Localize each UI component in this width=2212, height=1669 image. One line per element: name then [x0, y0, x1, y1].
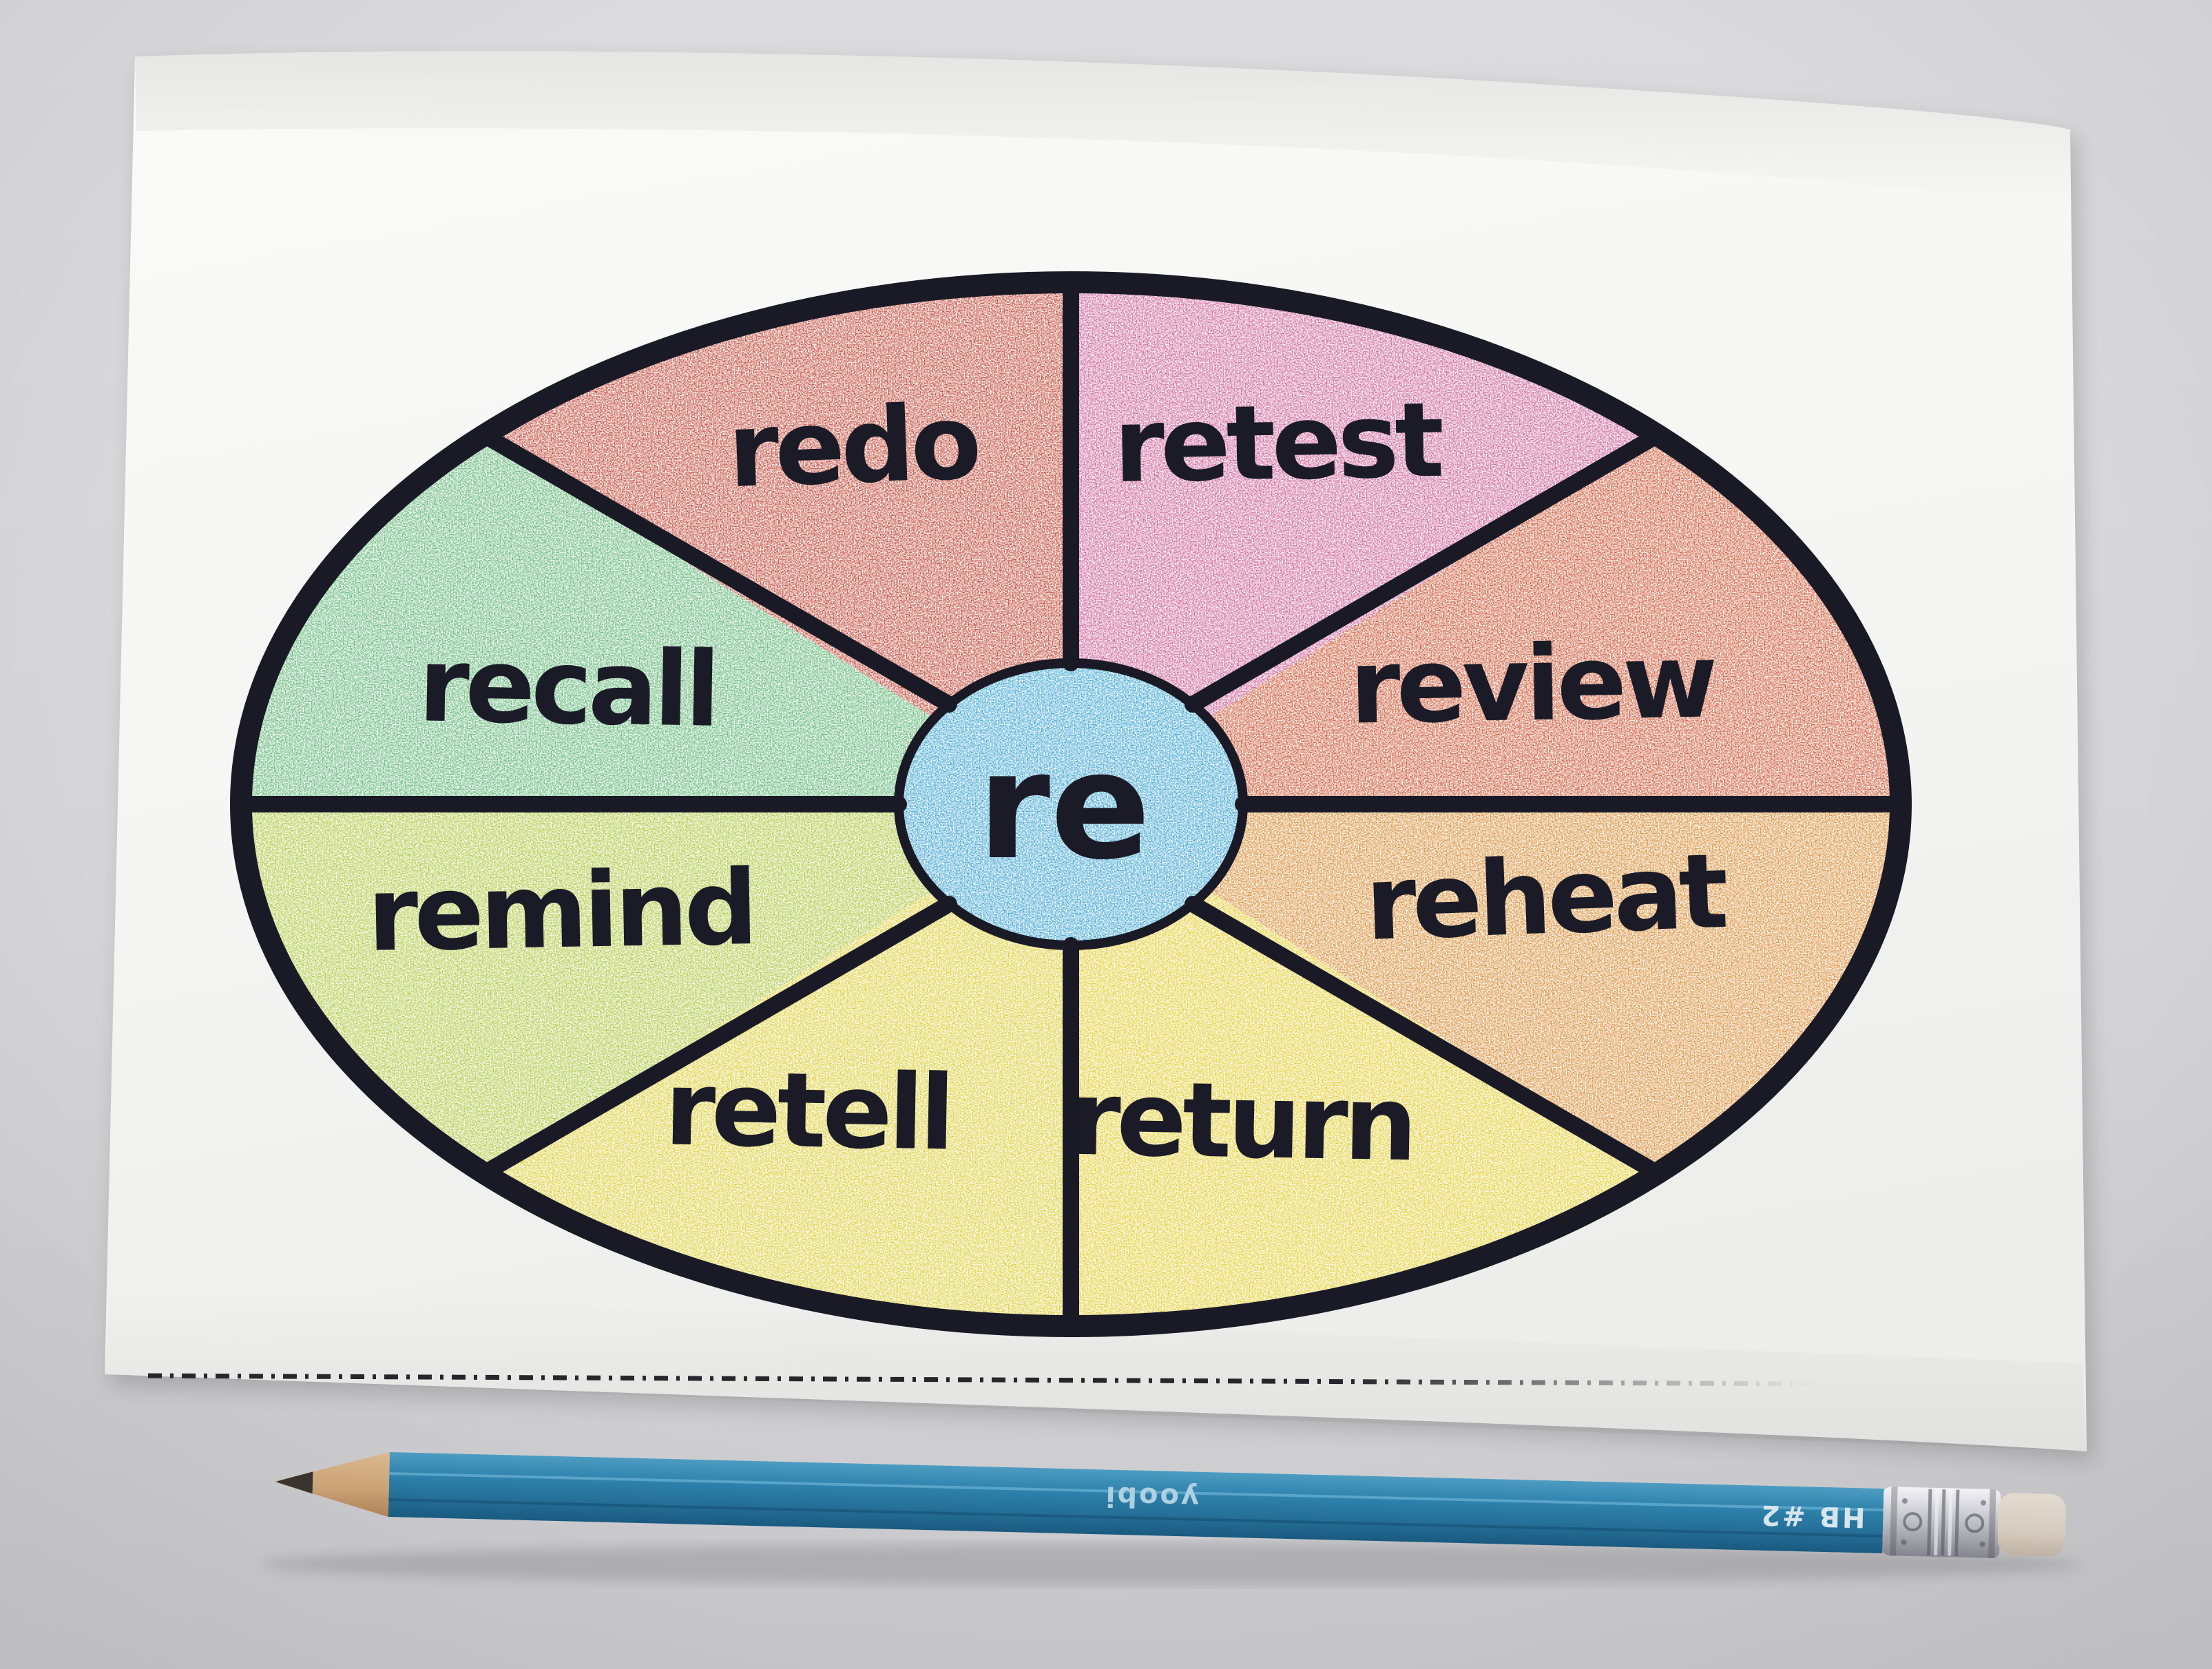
divider-lower-left	[476, 896, 957, 1182]
paper-bottom-shade	[105, 1288, 2087, 1451]
ferrule-crimp-left	[1890, 1487, 1898, 1556]
ferrule-ribs	[1927, 1489, 1960, 1556]
segment-label-retest: retest	[1113, 381, 1443, 506]
segment-label-redo: redo	[726, 383, 979, 512]
segment-label-recall: recall	[417, 625, 718, 750]
wheel-dividers	[233, 274, 1909, 1334]
pencil-shadow	[262, 1544, 2080, 1585]
pencil-eraser	[1997, 1493, 2066, 1556]
wheel-labels: redo retest review reheat return retell …	[366, 381, 1729, 1185]
pencil-grade-text: HB #2	[1759, 1499, 1866, 1533]
divider-upper-left	[476, 427, 957, 713]
segment-label-return: return	[1069, 1059, 1415, 1185]
segment-label-review: review	[1348, 621, 1716, 747]
ferrule-dots	[1901, 1498, 1986, 1547]
cut-line	[147, 1373, 1819, 1387]
pencil-facet-shade	[388, 1498, 1883, 1538]
pencil-brand-text: yoobi	[1103, 1480, 1199, 1513]
center-oval-ring	[894, 658, 1248, 950]
ferrule-crimp-right	[1988, 1489, 1996, 1559]
wheel-outline	[230, 271, 1912, 1337]
segment-label-reheat: reheat	[1364, 832, 1729, 964]
segment-label-remind: remind	[366, 848, 755, 975]
divider-lower-right	[1185, 896, 1666, 1182]
pencil-wood-cone	[278, 1452, 390, 1518]
ferrule-emboss-left	[1903, 1512, 1923, 1532]
pencil-facet-highlight	[389, 1472, 1884, 1512]
prefix-wheel: redo retest review reheat return retell …	[230, 271, 1912, 1337]
divider-upper-right	[1185, 427, 1666, 713]
ferrule-emboss-right	[1965, 1513, 1985, 1533]
pencil: yoobi HB #2	[275, 1452, 2066, 1559]
pencil-lead-tip	[275, 1471, 313, 1494]
segment-label-retell: retell	[663, 1049, 952, 1173]
paper-top-curl-shade	[135, 51, 2072, 207]
pencil-body	[388, 1452, 1884, 1554]
center-label: re	[977, 720, 1151, 892]
